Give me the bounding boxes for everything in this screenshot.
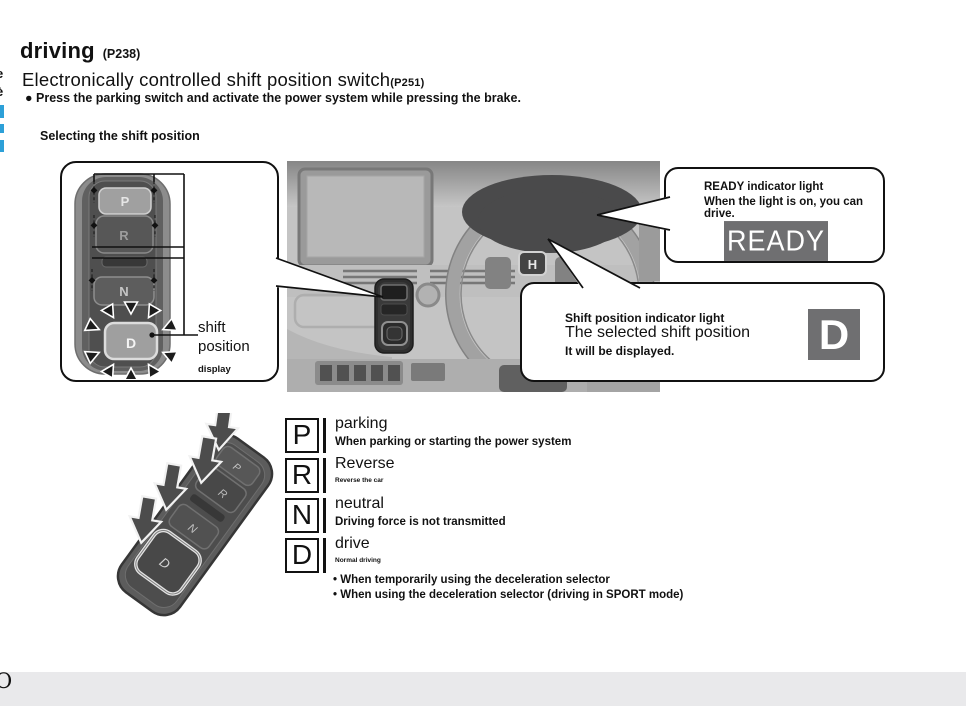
shift-position-display-callout: shift position display: [198, 318, 278, 379]
ready-display: READY: [724, 221, 828, 261]
margin-blue-tick-2: [0, 124, 4, 133]
margin-fragment-mid: è: [0, 84, 3, 99]
selector-svg: P R N D: [116, 400, 274, 617]
note-2: • When using the deceleration selector (…: [333, 589, 684, 601]
gear-list: P parking When parking or starting the p…: [285, 415, 715, 615]
gear-name-d: drive: [335, 535, 370, 552]
shift-switch-panel: P R N D: [60, 161, 279, 382]
selector-illustration: P R N D: [92, 400, 297, 618]
gear-desc-r: Reverse the car: [335, 477, 384, 484]
callout-line3: display: [198, 364, 231, 375]
gear-row-d: D drive Normal driving: [285, 535, 715, 578]
gear-row-n: N neutral Driving force is not transmitt…: [285, 495, 715, 538]
starburst-highlight: [83, 301, 179, 379]
footer-bar: [0, 672, 966, 706]
gear-rule: [323, 418, 326, 453]
shift-callout-line2: The selected shift position: [565, 324, 750, 341]
page-title: driving (P238): [20, 38, 140, 64]
section-heading-text: Electronically controlled shift position…: [22, 69, 391, 90]
callout-line1: shift: [198, 319, 226, 336]
p-button: [98, 187, 152, 215]
module-slot: [101, 256, 148, 268]
d-button: [103, 321, 159, 361]
ready-callout-title: READY indicator light: [704, 181, 824, 193]
shift-indicator-callout: Shift position indicator light The selec…: [520, 282, 885, 382]
instruction-line: ● Press the parking switch and activate …: [25, 91, 521, 105]
ready-callout-body: When the light is on, you can drive.: [704, 196, 864, 220]
subsection-label: Selecting the shift position: [40, 129, 200, 143]
gear-letter-box-n: N: [285, 498, 319, 533]
gear-name-p: parking: [335, 415, 388, 432]
gear-letter-box-r: R: [285, 458, 319, 493]
d-position-display: D: [808, 309, 860, 360]
callout-lines: [92, 173, 198, 336]
honda-logo-letter: H: [528, 257, 537, 272]
page-title-ref: (P238): [102, 47, 141, 61]
gear-rule: [323, 498, 326, 533]
margin-blue-tick-3: [0, 140, 4, 152]
note-1: • When temporarily using the deceleratio…: [333, 574, 610, 586]
d-button-label: D: [126, 335, 136, 351]
margin-blue-tick-1: [0, 105, 4, 118]
gear-desc-d: Normal driving: [335, 557, 381, 564]
gear-row-r: R Reverse Reverse the car: [285, 455, 715, 498]
gear-name-n: neutral: [335, 495, 384, 512]
margin-fragment-top: e: [0, 66, 3, 81]
gear-letter-box-d: D: [285, 538, 319, 573]
gear-rule: [323, 538, 326, 573]
n-button-label: N: [119, 284, 128, 299]
r-button: [95, 215, 154, 254]
gear-letter-box-p: P: [285, 418, 319, 453]
console-shift-module: [374, 278, 414, 354]
section-heading: Electronically controlled shift position…: [22, 69, 424, 91]
gear-rule: [323, 458, 326, 493]
ready-indicator-callout: READY indicator light When the light is …: [664, 167, 885, 263]
page-title-text: driving: [20, 38, 95, 63]
console-knob: [415, 282, 441, 308]
honda-logo: H: [518, 251, 547, 276]
marker-diamonds: [88, 187, 159, 338]
r-button-label: R: [119, 228, 129, 243]
gear-desc-n: Driving force is not transmitted: [335, 516, 506, 528]
footer-o-fragment: O: [0, 669, 13, 693]
callout-line2: position: [198, 338, 250, 355]
section-heading-ref: (P251): [390, 77, 425, 89]
p-button-label: P: [121, 194, 130, 209]
gear-desc-p: When parking or starting the power syste…: [335, 436, 572, 448]
gear-name-r: Reverse: [335, 455, 395, 472]
shift-switch-svg: P R N D: [74, 173, 198, 379]
shift-callout-line3: It will be displayed.: [565, 344, 675, 358]
gear-row-p: P parking When parking or starting the p…: [285, 415, 715, 458]
shift-callout-title: Shift position indicator light: [565, 311, 725, 325]
